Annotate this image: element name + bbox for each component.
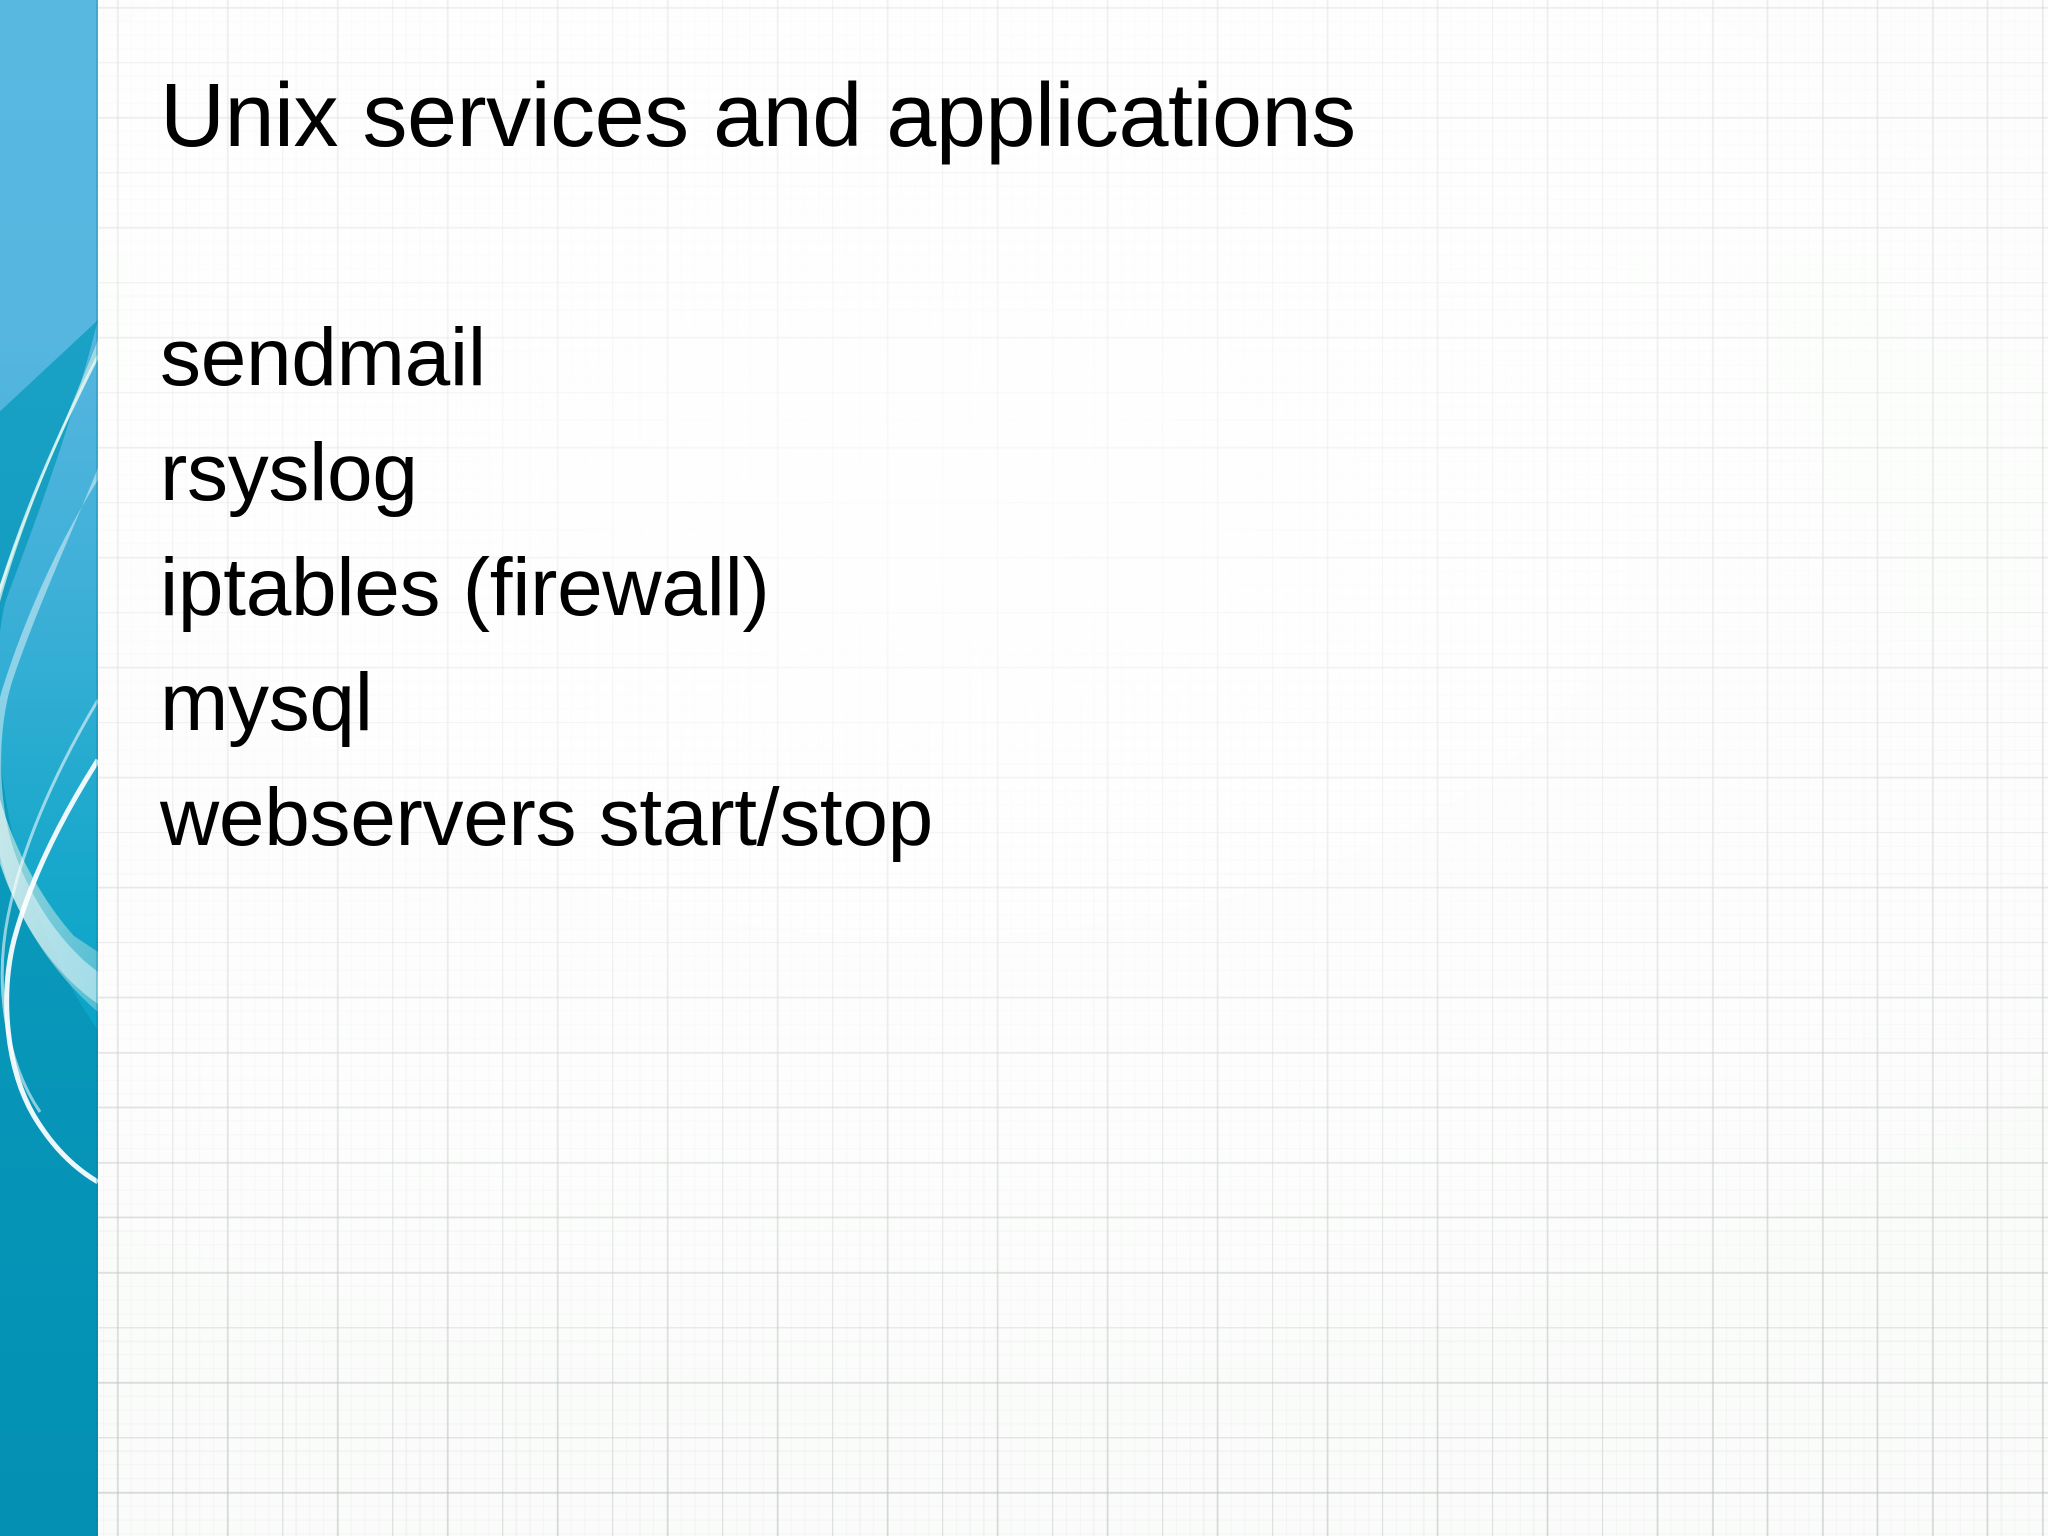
list-item: sendmail	[160, 312, 486, 403]
list-item: iptables (firewall)	[160, 542, 770, 633]
slide-title: Unix services and applications	[160, 66, 1356, 166]
sidebar-decoration	[0, 0, 98, 1536]
slide-body-list: sendmail rsyslog iptables (firewall) mys…	[160, 300, 1980, 875]
sidebar-swoosh-icon	[0, 320, 98, 1536]
sidebar-edge-shadow	[96, 0, 98, 1536]
list-item: rsyslog	[160, 427, 418, 518]
list-item: webservers start/stop	[160, 772, 933, 863]
list-item: mysql	[160, 657, 373, 748]
